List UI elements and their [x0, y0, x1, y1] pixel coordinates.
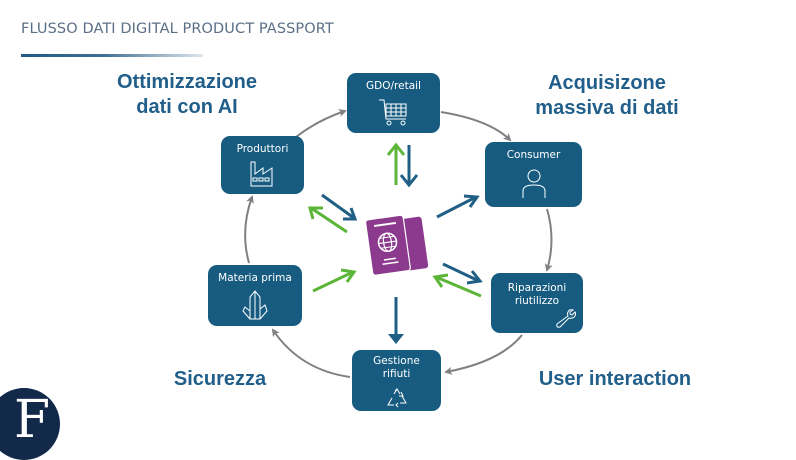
node-label: Riparazioni riutilizzo — [491, 282, 583, 308]
node-label: Produttori — [236, 143, 289, 155]
label-acquisizione: Acquisizone massiva di dati — [507, 71, 707, 121]
arrow-passport-to-produttori — [308, 206, 348, 234]
ring-arrow-gdo-to-consumer — [440, 111, 512, 142]
node-gdo-retail[interactable]: GDO/retail — [347, 73, 440, 133]
ring-arrow-riparazioni-to-gestione — [444, 334, 523, 375]
label-line: dati con AI — [136, 96, 238, 118]
flow-arrows — [244, 109, 553, 378]
node-gestione-rifiuti[interactable]: Gestione rifiuti — [352, 350, 441, 411]
node-label: Gestione rifiuti — [352, 355, 441, 381]
user-icon — [522, 169, 545, 198]
arrow-riparazioni-to-passport — [432, 273, 482, 298]
recycle-icon — [386, 388, 407, 408]
crystal-icon — [242, 290, 268, 320]
node-consumer[interactable]: Consumer — [485, 142, 582, 207]
node-label: Consumer — [506, 149, 561, 161]
label-sicurezza: Sicurezza — [173, 368, 267, 390]
label-ottimizzazione: Ottimizzazione dati con AI — [87, 70, 287, 120]
node-label-line: rifiuti — [382, 368, 411, 380]
label-line: massiva di dati — [535, 97, 679, 119]
node-label-line: riutilizzo — [514, 295, 560, 307]
label-line: Ottimizzazione — [116, 71, 257, 93]
node-materia-prima[interactable]: Materia prima — [208, 265, 302, 326]
ring-arrow-produttori-to-gdo — [295, 109, 347, 138]
arrow-passport-to-gdo — [386, 142, 406, 185]
node-label-line: Riparazioni — [507, 282, 567, 294]
ring-arrow-gestione-to-materia — [271, 328, 351, 378]
factory-icon — [250, 161, 272, 187]
arrow-passport-to-riparazioni — [442, 262, 483, 285]
title-underline — [21, 54, 203, 57]
ring-arrow-materia-to-produttori — [244, 195, 254, 264]
passport-icon — [365, 214, 429, 276]
wrench-icon — [556, 309, 576, 328]
arrow-passport-to-gestione-head — [388, 334, 404, 344]
node-label: GDO/retail — [366, 80, 421, 92]
shopping-cart-icon — [378, 99, 406, 126]
arrow-materia-to-passport — [312, 268, 357, 293]
logo-letter: F — [14, 390, 51, 450]
arrow-gdo-to-passport — [399, 145, 419, 188]
node-label: Materia prima — [218, 272, 292, 284]
arrow-passport-to-consumer — [436, 194, 480, 219]
label-line: Acquisizone — [548, 72, 666, 94]
node-label-line: Gestione — [373, 355, 420, 367]
label-user-interaction: User interaction — [538, 368, 692, 390]
slide-title: FLUSSO DATI DIGITAL PRODUCT PASSPORT — [21, 21, 334, 37]
arrow-produttori-to-passport — [321, 193, 358, 221]
node-produttori[interactable]: Produttori — [221, 136, 304, 194]
node-riparazioni-riutilizzo[interactable]: Riparazioni riutilizzo — [491, 273, 583, 333]
ring-arrow-consumer-to-riparazioni — [544, 208, 553, 272]
